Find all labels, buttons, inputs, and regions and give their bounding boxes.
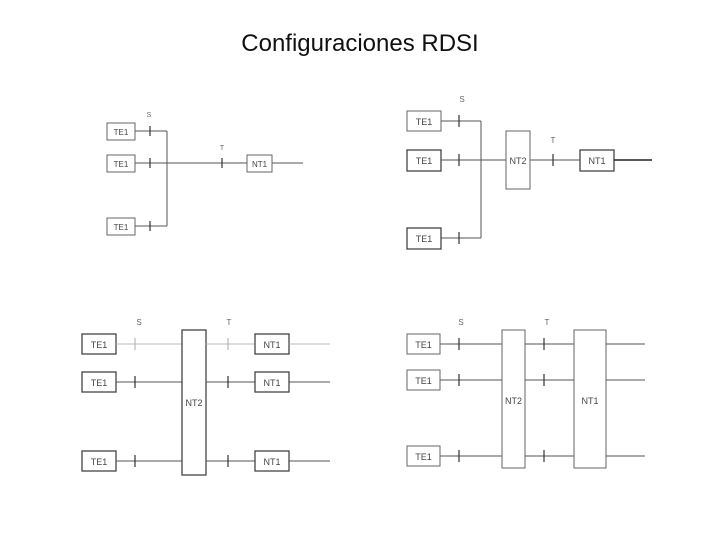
nt2-label: NT2: [185, 398, 202, 408]
te1-label-2: TE1: [114, 160, 129, 169]
t-reference-label: T: [545, 318, 550, 327]
s-reference-label: S: [136, 318, 141, 327]
te1-label-2: TE1: [415, 376, 432, 386]
t-reference-label: T: [551, 136, 556, 145]
te1-label-1: TE1: [91, 340, 108, 350]
nt1-label: NT1: [581, 396, 598, 406]
nt2-box: [181, 329, 207, 476]
nt2-box: [505, 130, 531, 190]
nt1-label: NT1: [588, 156, 605, 166]
te1-label-2: TE1: [91, 378, 108, 388]
te1-label-3: TE1: [91, 457, 108, 467]
s-reference-label: S: [459, 95, 464, 104]
te1-label-3: TE1: [415, 452, 432, 462]
nt1-label-3: NT1: [263, 457, 280, 467]
config-nt2-single-nt1: TE1 TE1 TE1 S NT2 T NT1: [406, 318, 645, 469]
config-nt2-multiple-nt1: TE1 TE1 TE1 S NT2 T NT1 NT1 NT1: [81, 318, 330, 476]
slide-title: Configuraciones RDSI: [241, 30, 479, 57]
nt2-box: [501, 329, 526, 469]
config-bus-nt1: TE1 TE1 TE1 S T NT1: [106, 112, 303, 236]
te1-label-3: TE1: [114, 223, 129, 232]
te1-label-1: TE1: [114, 128, 129, 137]
nt2-label: NT2: [509, 156, 526, 166]
nt1-label: NT1: [252, 160, 268, 169]
s-reference-label: S: [458, 318, 463, 327]
config-bus-nt2-nt1: TE1 TE1 TE1 S NT2 T NT1: [406, 95, 652, 250]
s-reference-label: S: [147, 112, 152, 119]
te1-label-2: TE1: [416, 156, 433, 166]
t-reference-label: T: [227, 318, 232, 327]
nt1-label-1: NT1: [263, 340, 280, 350]
te1-label-1: TE1: [415, 340, 432, 350]
nt2-label: NT2: [505, 396, 522, 406]
nt1-box: [573, 329, 607, 469]
t-reference-label: T: [220, 145, 225, 152]
te1-label-1: TE1: [416, 117, 433, 127]
nt1-label-2: NT1: [263, 378, 280, 388]
te1-label-3: TE1: [416, 234, 433, 244]
